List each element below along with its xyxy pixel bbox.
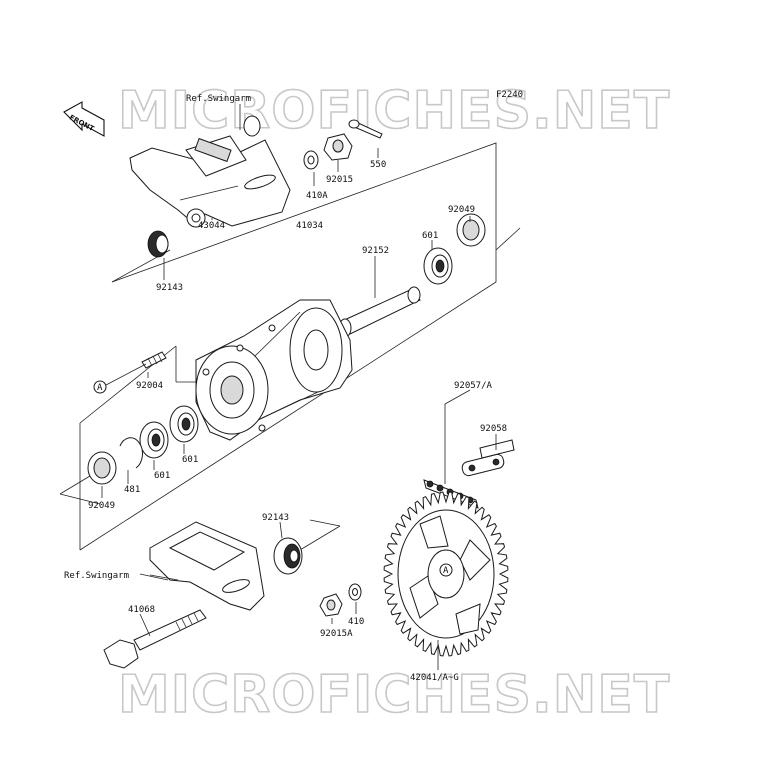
- callout-a-left: A: [93, 363, 147, 394]
- label-92058: 92058: [480, 424, 507, 434]
- label-92015a: 92015A: [320, 629, 353, 639]
- collar-92143-bottom-part: [273, 537, 303, 575]
- label-410: 410: [348, 617, 364, 627]
- label-41034: 41034: [296, 221, 323, 231]
- circlip-481-part: [119, 437, 143, 469]
- watermark-bottom: MICROFICHES.NET: [118, 665, 670, 725]
- part-labels: Ref.Swingarm 550 92015 410A 43044 41034 …: [64, 94, 507, 683]
- label-41068: 41068: [128, 605, 155, 615]
- label-43044: 43044: [198, 221, 225, 231]
- master-link-92058-part: [461, 439, 515, 477]
- label-92152: 92152: [362, 246, 389, 256]
- callout-a-sprocket: A: [439, 563, 453, 577]
- watermark-top: MICROFICHES.NET: [118, 81, 670, 141]
- label-ref-swingarm-top: Ref.Swingarm: [186, 94, 251, 104]
- bearing-601-a-part: [139, 421, 169, 459]
- svg-text:A: A: [97, 383, 103, 393]
- label-550: 550: [370, 160, 386, 170]
- hub-41034-part: [195, 299, 353, 441]
- spacer-92152-part: [338, 286, 421, 338]
- label-42041: 42041/A~G: [410, 673, 459, 683]
- oil-seal-92049-right-part: [456, 213, 486, 247]
- label-92143-top: 92143: [156, 283, 183, 293]
- bearing-601-right-part: [423, 247, 453, 285]
- figure-code: F2240: [496, 90, 523, 100]
- label-601-right: 601: [422, 231, 438, 241]
- assembly-frame-lines: [59, 142, 521, 551]
- bearing-601-b-part: [169, 405, 199, 443]
- label-92143-bottom: 92143: [262, 513, 289, 523]
- svg-text:A: A: [443, 566, 449, 576]
- front-arrow-icon: FRONT: [63, 101, 105, 137]
- label-481: 481: [124, 485, 140, 495]
- leader-lines: [101, 104, 497, 670]
- nut-92015-part: [323, 133, 353, 161]
- oil-seal-92049-left-part: [87, 451, 117, 485]
- nut-92015a-part: [319, 593, 343, 617]
- label-92004: 92004: [136, 381, 163, 391]
- axle-bolt-41068-part: [103, 609, 207, 669]
- collar-92143-top-part: [147, 230, 169, 258]
- caliper-bracket-part: [129, 115, 291, 228]
- label-410a: 410A: [306, 191, 328, 201]
- washer-410-part: [348, 583, 362, 601]
- label-92015: 92015: [326, 175, 353, 185]
- chain-adjuster-bottom-part: [149, 521, 265, 611]
- stud-92004-part: [141, 351, 167, 369]
- label-ref-swingarm-bottom: Ref.Swingarm: [64, 571, 129, 581]
- washer-410a-part: [303, 150, 319, 170]
- cotter-pin-550-part: [348, 119, 383, 139]
- label-601-b: 601: [182, 455, 198, 465]
- label-92057a: 92057/A: [454, 381, 493, 391]
- label-92049-right: 92049: [448, 205, 475, 215]
- label-601-a: 601: [154, 471, 170, 481]
- label-92049-left: 92049: [88, 501, 115, 511]
